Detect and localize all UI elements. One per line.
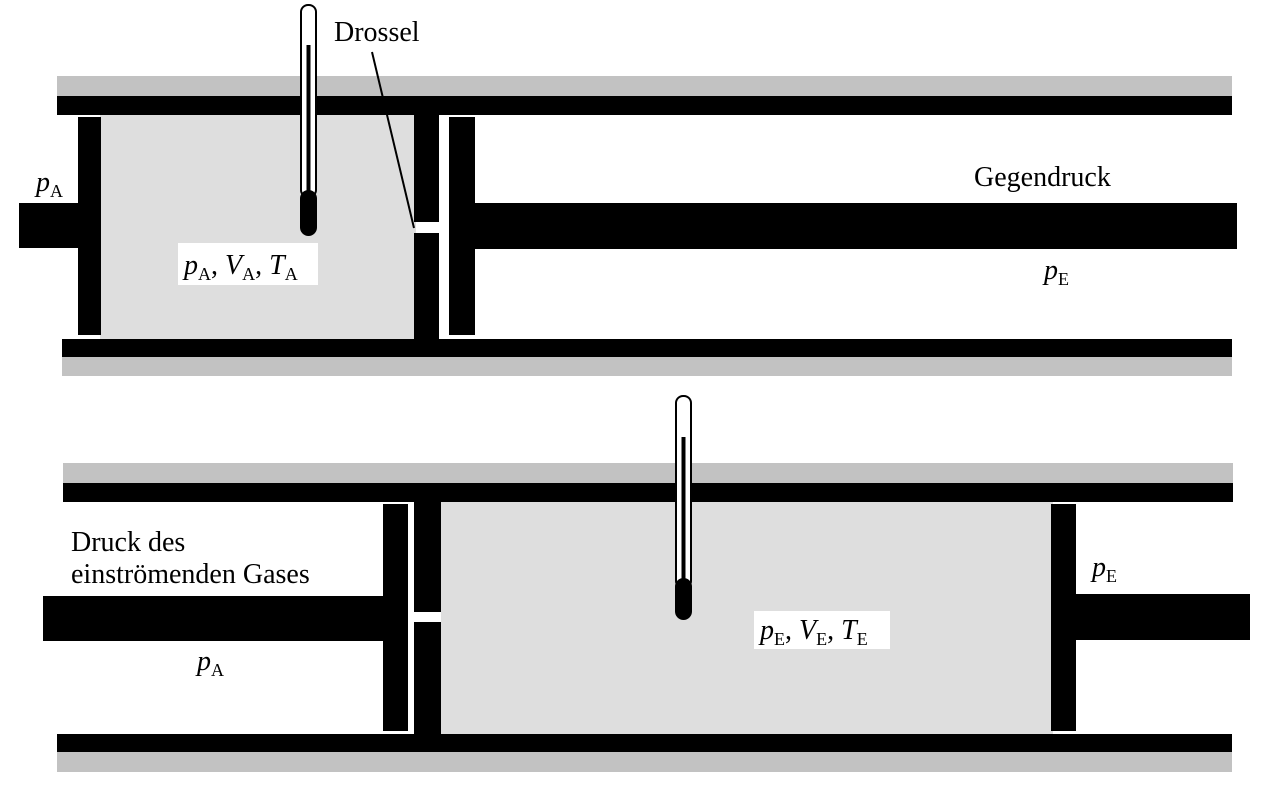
pressure-label-pA-bottom: pA <box>195 646 224 680</box>
outer-shade-bottom-2 <box>57 752 1232 772</box>
outer-shade-top-2 <box>63 463 1233 483</box>
tube-wall-bottom <box>62 339 1232 357</box>
state-label-E: pE, VE, TE <box>758 615 868 649</box>
bottom-panel: Druck des einströmenden Gases pA pE pE, … <box>43 395 1250 772</box>
pressure-label-pE-bottom: pE <box>1090 552 1117 586</box>
state-label-A: pA, VA, TA <box>182 250 298 284</box>
tube-wall-top-2 <box>63 483 1233 502</box>
druck-label-line1: Druck des <box>71 527 185 558</box>
throttle-plug-icon-2 <box>414 502 441 734</box>
gas-region-left-top <box>100 115 416 339</box>
piston-left-icon <box>19 117 101 335</box>
outer-shade-bottom <box>62 356 1232 376</box>
piston-right-icon-2 <box>1051 504 1250 731</box>
top-panel: Drossel Gegendruck pA pE pA, VA, TA <box>19 4 1237 376</box>
piston-right-icon <box>449 117 1237 335</box>
thermometer-icon-2 <box>675 395 692 620</box>
throttle-plug-icon <box>414 115 439 339</box>
drossel-pointer-line <box>371 51 415 229</box>
druck-label-line2: einströmenden Gases <box>71 559 310 590</box>
drossel-label: Drossel <box>334 17 420 48</box>
tube-wall-top <box>57 96 1232 115</box>
gegendruck-label: Gegendruck <box>974 162 1111 193</box>
state-label-box-A <box>178 243 318 285</box>
thermometer-icon <box>300 4 317 236</box>
piston-left-icon-2 <box>43 504 408 731</box>
outer-shade-top <box>57 76 1232 96</box>
pressure-label-pE-top: pE <box>1042 255 1069 289</box>
state-label-box-E <box>754 611 890 649</box>
tube-wall-bottom-2 <box>57 734 1232 752</box>
gas-region-right-bottom <box>441 502 1053 734</box>
pressure-label-pA-top: pA <box>34 167 63 201</box>
